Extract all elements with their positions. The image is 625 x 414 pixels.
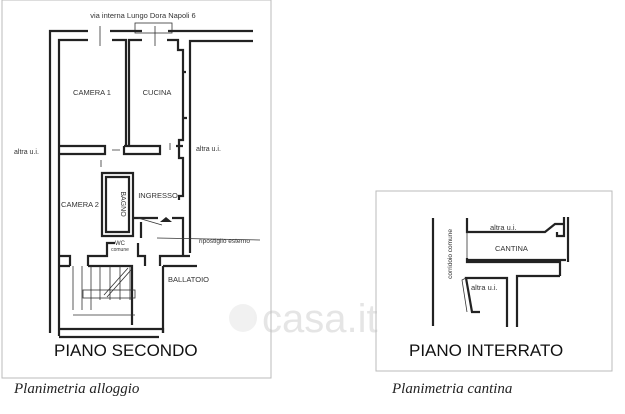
- room-wc: WC: [115, 241, 126, 247]
- room-ballatoio: BALLATOIO: [168, 275, 209, 284]
- staircase: [72, 266, 136, 316]
- room-wc-sub: comune: [111, 247, 129, 253]
- plan-frame-right: [375, 190, 613, 372]
- room-camera-1: CAMERA 1: [73, 88, 111, 97]
- room-bagno: BAGNO: [119, 191, 126, 217]
- room-camera-2: CAMERA 2: [61, 200, 99, 209]
- room-cantina: CANTINA: [495, 244, 528, 253]
- watermark: casa.it: [229, 297, 378, 341]
- altra-ui-left: altra u.i.: [14, 149, 39, 156]
- altra-ui-top: altra u.i.: [490, 223, 517, 232]
- corridoio-label: corridoio comune: [447, 229, 454, 279]
- room-ingresso: INGRESSO: [138, 191, 178, 200]
- caption-right: Planimetria cantina: [391, 381, 512, 397]
- stair-arrow-icon: [160, 217, 172, 222]
- plan-title-left: PIANO SECONDO: [54, 341, 198, 360]
- ripostiglio-label: ripostiglio esterno: [199, 238, 250, 245]
- plan-title-right: PIANO INTERRATO: [409, 341, 563, 360]
- street-label: via interna Lungo Dora Napoli 6: [90, 11, 195, 20]
- cellar-plan: [431, 217, 570, 327]
- apartment-plan: [48, 22, 261, 339]
- room-cucina: CUCINA: [143, 88, 172, 97]
- watermark-text: casa.it: [262, 297, 378, 341]
- caption-left: Planimetria alloggio: [13, 381, 140, 397]
- altra-ui-bottom: altra u.i.: [471, 283, 498, 292]
- plan-frame-left: [1, 0, 272, 379]
- altra-ui-right: altra u.i.: [196, 146, 221, 153]
